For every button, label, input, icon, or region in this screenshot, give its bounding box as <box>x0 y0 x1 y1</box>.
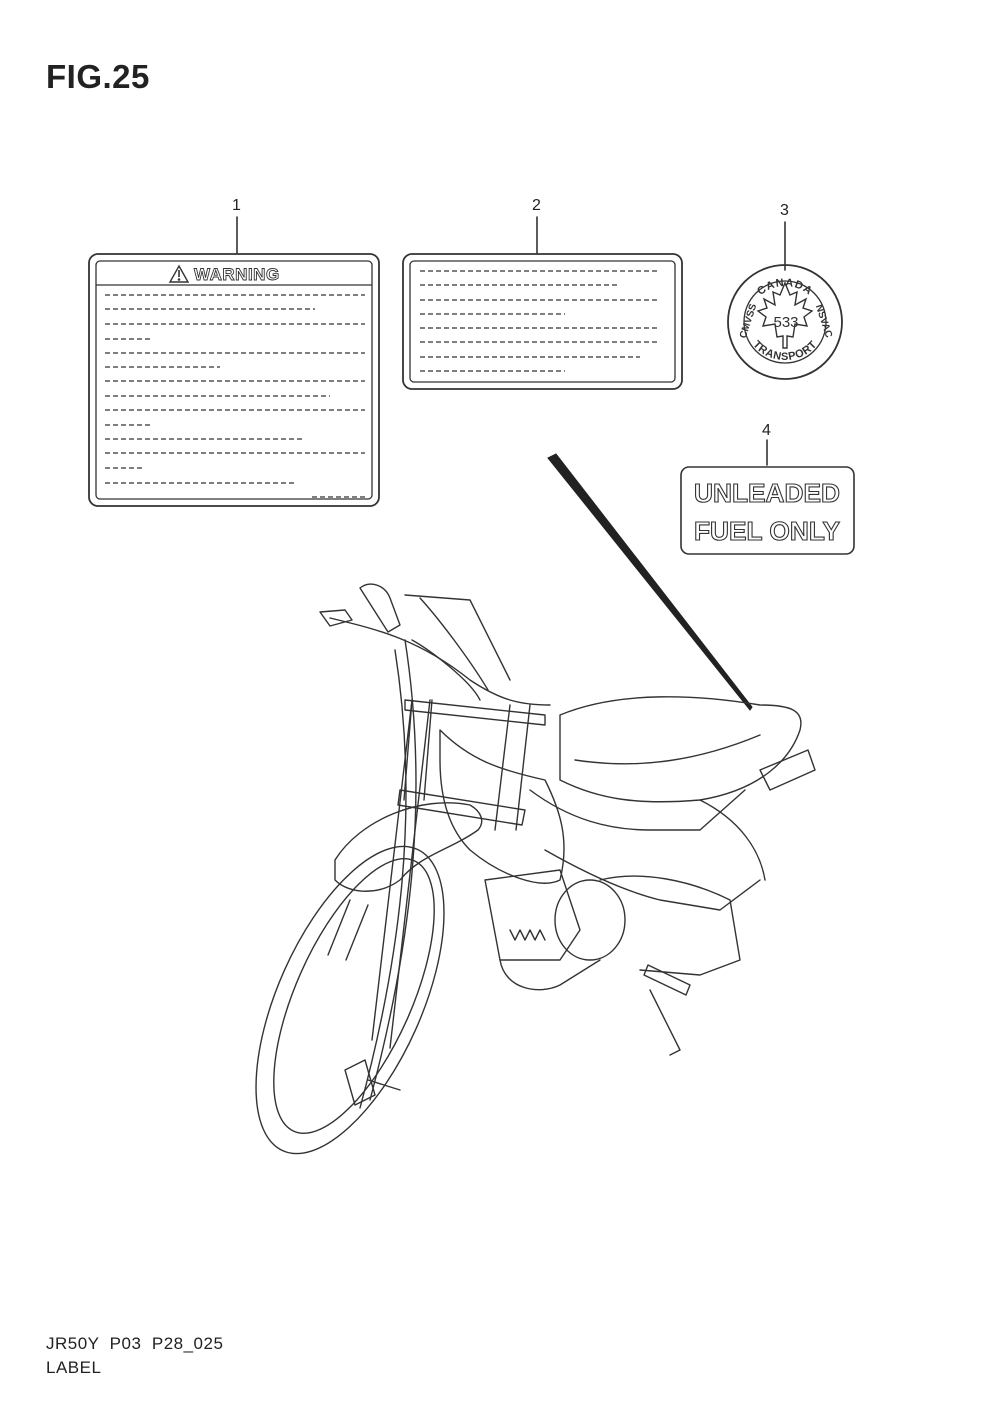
fuel-tank <box>439 729 565 884</box>
info-label <box>402 253 683 390</box>
canada-seal <box>727 264 843 380</box>
front-wheel <box>255 845 445 1155</box>
handlebar <box>329 617 551 706</box>
seal-left-text: CMVSS <box>738 302 760 340</box>
engine <box>484 869 581 961</box>
front-fender <box>334 802 483 892</box>
warning-heading: WARNING <box>194 265 280 284</box>
label-location-pointer <box>547 453 753 711</box>
fuel-label <box>680 466 855 555</box>
warning-triangle-icon <box>168 264 190 283</box>
callout-1: 1 <box>232 197 241 214</box>
seal-bottom-text: TRANSPORT <box>750 339 819 363</box>
seal-right-text: NSVAC <box>813 303 834 339</box>
motorcycle-illustration <box>255 583 816 1155</box>
model-code: JR50Y P03 P28_025 <box>46 1334 224 1353</box>
exhaust <box>499 959 601 991</box>
front-fork <box>403 699 531 831</box>
fuel-label-line2: FUEL ONLY <box>694 516 840 546</box>
section-name: LABEL <box>46 1358 102 1377</box>
seal-top-text: CANADA <box>755 277 815 298</box>
callout-3: 3 <box>780 202 789 219</box>
footpeg <box>643 964 691 996</box>
maple-leaf-icon <box>756 281 814 349</box>
frame <box>529 789 746 831</box>
seat <box>559 696 802 803</box>
rear-shock <box>759 749 816 791</box>
callout-4: 4 <box>762 422 771 439</box>
warning-label <box>88 253 380 507</box>
seal-number: 533 <box>773 314 798 331</box>
figure-title: FIG.25 <box>46 58 150 95</box>
fuel-label-line1: UNLEADED <box>694 478 840 508</box>
callout-2: 2 <box>532 197 541 214</box>
